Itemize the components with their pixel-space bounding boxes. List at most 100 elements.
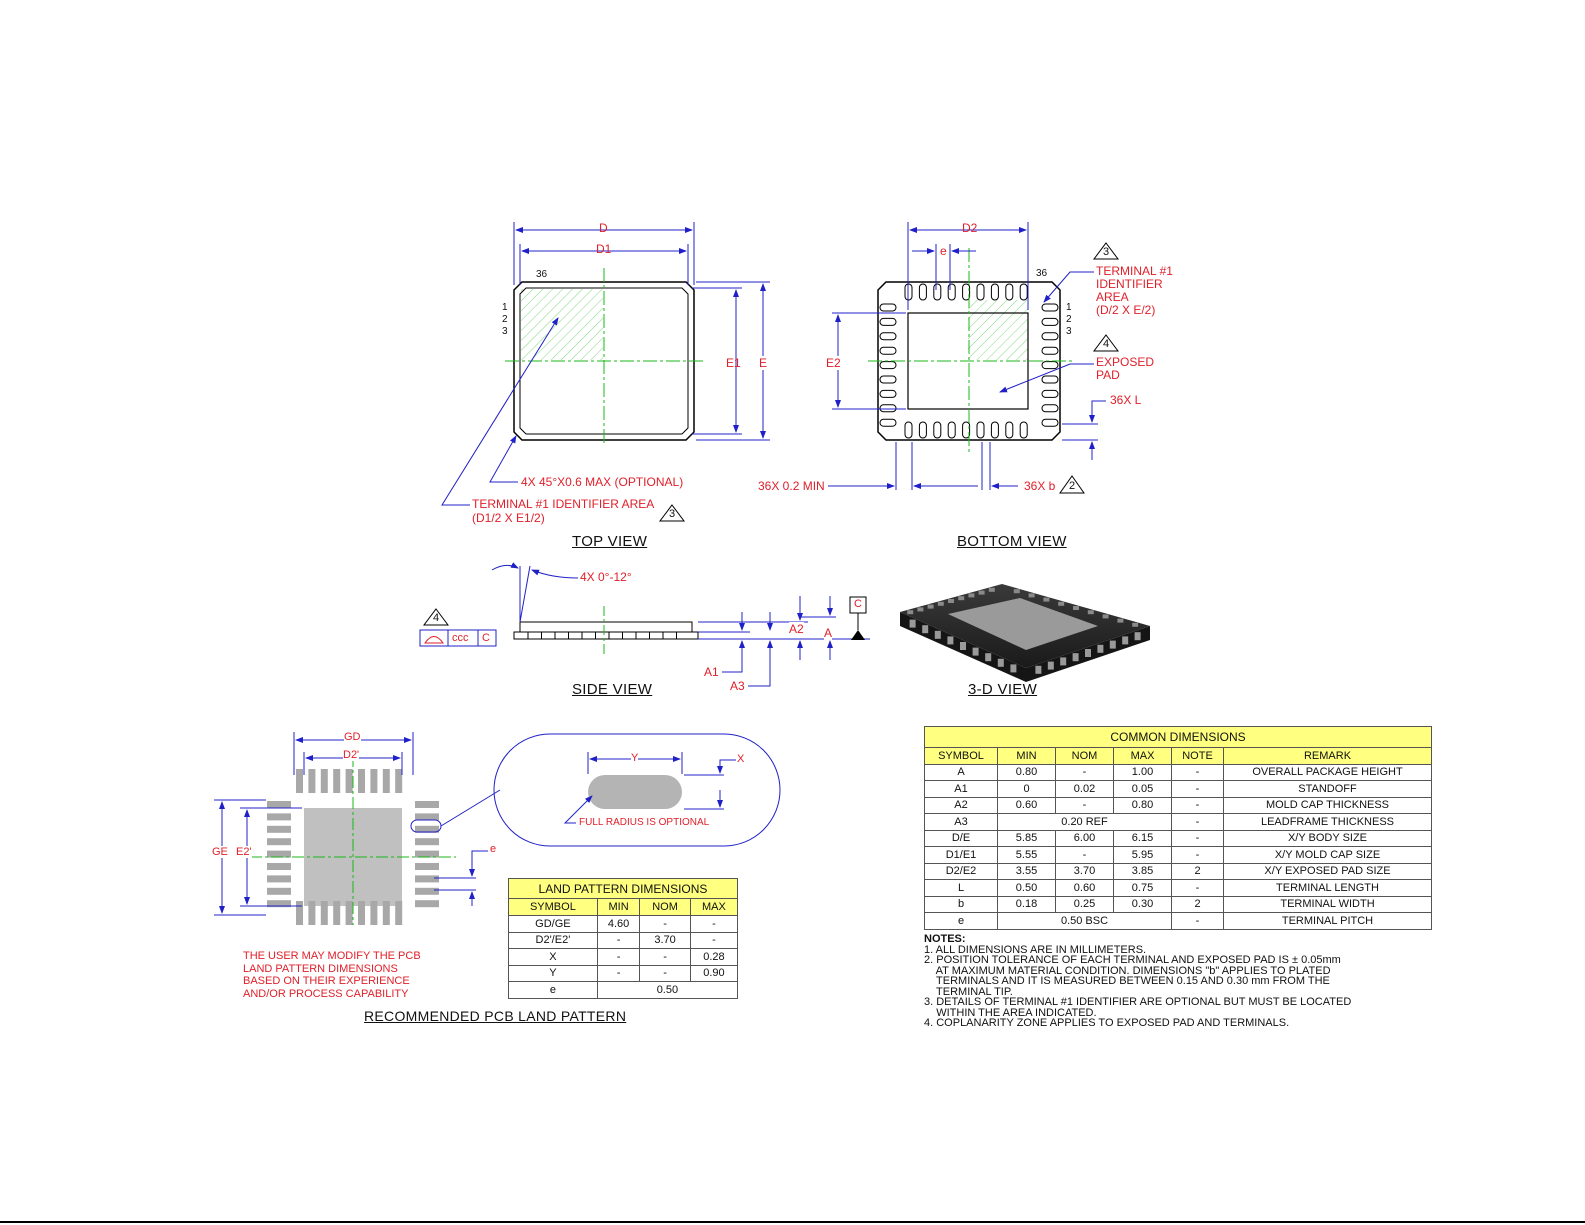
common-dimensions-table: COMMON DIMENSIONS SYMBOL MIN NOM MAX NOT…: [924, 726, 1432, 930]
dim-land-e-label: e: [490, 843, 497, 855]
top-identifier-note: TERMINAL #1 IDENTIFIER AREA(D1/2 X E1/2): [472, 497, 655, 525]
land-pad-left: [267, 838, 291, 846]
table-cell: 0.60: [1055, 879, 1114, 897]
note-line: 3. DETAILS OF TERMINAL #1 IDENTIFIER ARE…: [924, 996, 1352, 1008]
dim-E1-label: E1: [726, 356, 741, 370]
terminal-3d: [978, 590, 985, 595]
exposed-flag-triangle: [1093, 334, 1119, 352]
side-view-flag-triangle: [423, 608, 449, 626]
side-view: [419, 562, 870, 687]
ccc-datum-label: C: [482, 632, 490, 644]
note-line: WITHIN THE AREA INDICATED.: [924, 1006, 1097, 1019]
note-line: AT MAXIMUM MATERIAL CONDITION. DIMENSION…: [924, 964, 1331, 977]
table-cell: 0.28: [689, 948, 739, 966]
dim-E2p-label: E2': [236, 846, 252, 858]
bottom-view-identifier-hatch: [968, 300, 1028, 360]
land-pad-bottom: [308, 901, 316, 925]
table-cell: D2/E2: [924, 862, 998, 880]
terminal-3d: [1010, 664, 1017, 673]
chamfer-note: 4X 45°X0.6 MAX (OPTIONAL): [521, 475, 684, 489]
bottom-view-body-outline: [877, 281, 1061, 441]
table-cell: 0.30: [1113, 895, 1172, 913]
dim-GE-label: GE: [212, 846, 228, 858]
table-cell: 0.25: [1055, 895, 1114, 913]
land-pad-top: [358, 769, 365, 793]
terminal-bottom: [962, 421, 971, 439]
table-cell: X/Y EXPOSED PAD SIZE: [1223, 862, 1432, 880]
terminal-3d: [1073, 606, 1079, 610]
table-cell: -: [1055, 846, 1114, 864]
land-pad-right: [415, 813, 439, 821]
top-pin-36-label: 36: [536, 269, 548, 280]
datum-triangle: [851, 630, 865, 640]
terminal-3d: [1035, 665, 1042, 674]
terminal-3d: [1013, 589, 1020, 594]
bottom-view-caption: BOTTOM VIEW: [957, 533, 1067, 550]
table-cell: X/Y BODY SIZE: [1223, 829, 1432, 847]
terminal-3d: [1122, 636, 1129, 645]
top-view-identifier-hatch: [521, 289, 603, 360]
common-table-header: SYMBOL: [924, 747, 998, 765]
table-cell: -: [1171, 912, 1224, 930]
terminal-bottom: [904, 421, 913, 439]
table-cell: -: [596, 948, 641, 966]
table-cell: 6.15: [1113, 829, 1172, 847]
table-cell: OVERALL PACKAGE HEIGHT: [1223, 763, 1432, 781]
land-pad-bottom: [358, 901, 365, 925]
table-cell: -: [1171, 846, 1224, 864]
table-cell: 2: [1171, 862, 1224, 880]
terminal-3d: [934, 630, 941, 639]
dim-A-label: A: [824, 626, 833, 640]
terminal-top: [918, 283, 927, 301]
side-view-body: [519, 621, 693, 633]
terminal-3d: [1102, 614, 1109, 619]
dim-A3-label: A3: [730, 679, 745, 693]
terminal-3d: [947, 636, 954, 645]
land-pad-left: [267, 887, 291, 895]
side-flag-number: 4: [433, 612, 440, 624]
terminal-right: [1041, 317, 1059, 326]
table-cell: 6.00: [1055, 829, 1114, 847]
table-cell: 0.18: [997, 895, 1056, 913]
dim-land-e-line: [469, 850, 488, 877]
table-cell: 5.85: [997, 829, 1056, 847]
terminal-left: [879, 346, 897, 355]
table-cell: TERMINAL WIDTH: [1223, 895, 1432, 913]
coplanarity-icon: [424, 636, 444, 644]
terminal-3d: [909, 619, 916, 628]
terminal-right: [1041, 332, 1059, 341]
dim-A1-label: A1: [704, 665, 719, 679]
table-cell: -: [639, 964, 691, 982]
terminal-3d: [972, 647, 979, 656]
exposed-flag-number: 4: [1103, 338, 1110, 350]
dim-D2-label: D2: [962, 221, 978, 235]
package-3d-terminals: [907, 587, 1141, 674]
terminal-3d: [917, 607, 924, 612]
terminal-left: [879, 332, 897, 341]
land-pattern-pins: [267, 769, 439, 925]
b-flag-number: 2: [1069, 480, 1076, 492]
land-pattern-caption: RECOMMENDED PCB LAND PATTERN: [364, 1008, 627, 1024]
table-cell: STANDOFF: [1223, 780, 1432, 798]
terminal-3d: [1043, 597, 1050, 602]
terminal-left: [879, 375, 897, 384]
land-pad-bottom: [333, 901, 341, 925]
terminal-3d: [1047, 661, 1054, 670]
note-line: TERMINALS AND IT IS MEASURED BETWEEN 0.1…: [924, 975, 1330, 987]
terminal-top: [1005, 283, 1014, 301]
side-view-terminals: [527, 632, 677, 639]
land-pad-top: [308, 769, 316, 793]
chamfer-leader: [489, 435, 518, 483]
terminal-bottom: [947, 421, 956, 439]
terminal-3d: [1072, 653, 1079, 662]
terminal-3d: [985, 653, 992, 662]
land-pad-left: [267, 801, 291, 808]
table-cell: 5.95: [1113, 846, 1172, 864]
land-pad-right: [415, 825, 439, 833]
